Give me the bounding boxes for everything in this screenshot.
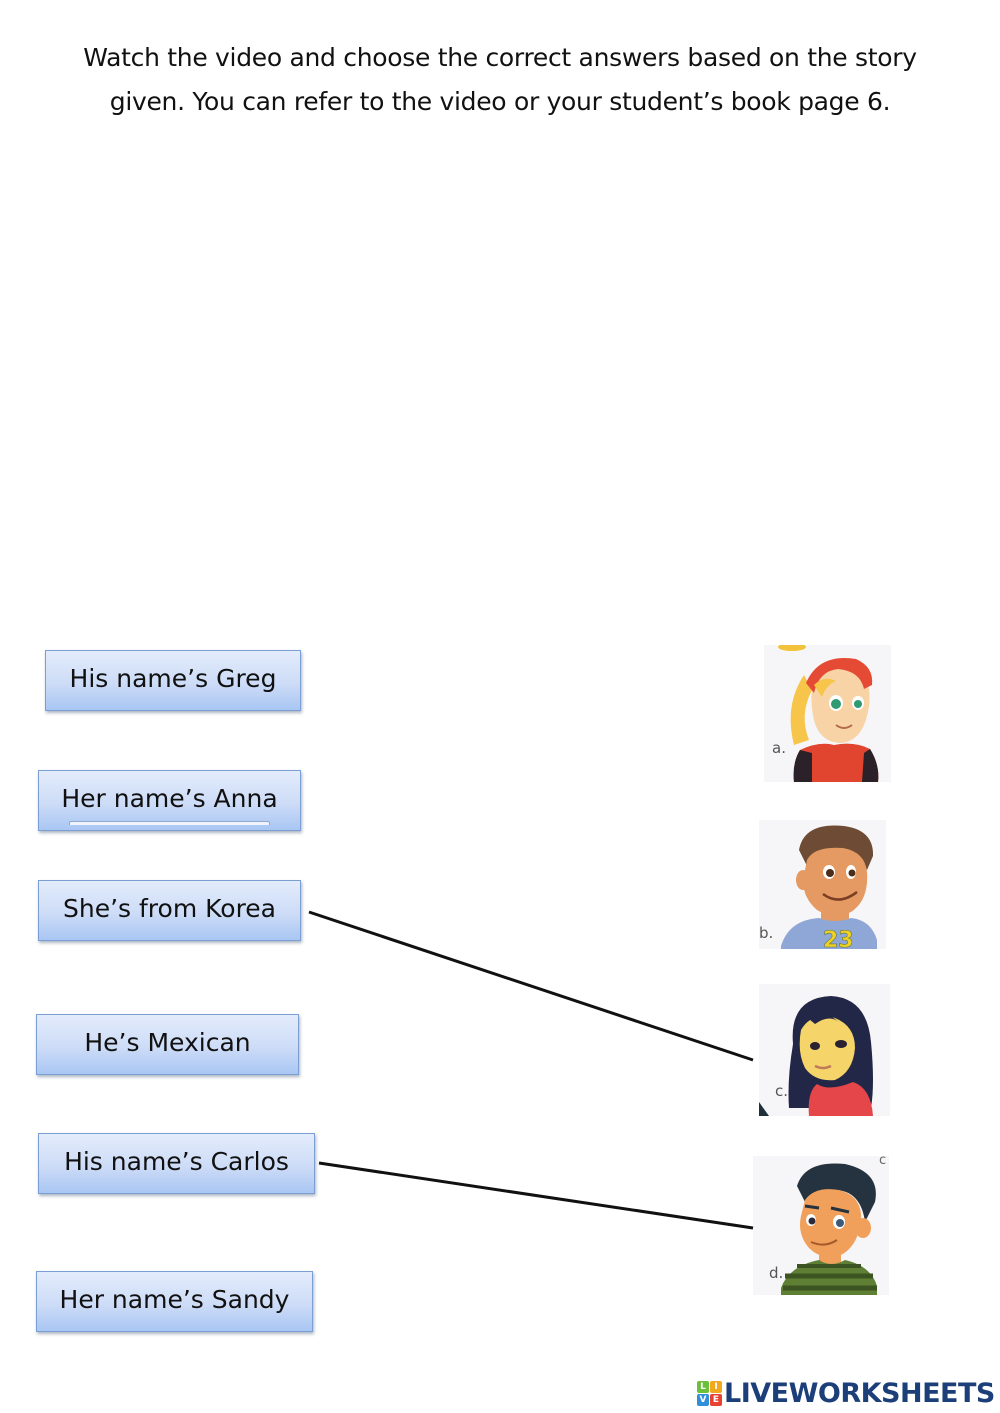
- stray-letter-c: c: [879, 1153, 887, 1168]
- instructions-line-2: given. You can refer to the video or you…: [109, 87, 891, 116]
- match-line-korea-c: [308, 910, 754, 1062]
- answer-label: He’s Mexican: [84, 1028, 251, 1057]
- answer-label: Her name’s Sandy: [59, 1285, 290, 1314]
- character-d-image[interactable]: d.: [753, 1156, 889, 1295]
- video-placeholder: [40, 150, 960, 620]
- girl-red-headband-icon: [778, 645, 879, 782]
- answer-label: Her name’s Anna: [61, 784, 278, 813]
- character-b-image[interactable]: 23 b.: [759, 820, 886, 949]
- character-c-image[interactable]: c.: [759, 984, 890, 1116]
- answer-box-sandy[interactable]: Her name’s Sandy: [36, 1271, 313, 1332]
- logo-tiles-icon: L I V E: [697, 1380, 722, 1406]
- answer-label: His name’s Greg: [69, 664, 277, 693]
- svg-text:23: 23: [823, 928, 854, 949]
- answer-box-greg[interactable]: His name’s Greg: [45, 650, 301, 711]
- answer-box-korea[interactable]: She’s from Korea: [38, 880, 301, 941]
- character-a-image[interactable]: a.: [764, 645, 891, 782]
- instructions-line-1: Watch the video and choose the correct a…: [83, 43, 917, 72]
- character-letter: b.: [759, 924, 774, 942]
- character-letter: c.: [775, 1082, 789, 1100]
- answer-label: She’s from Korea: [62, 894, 276, 923]
- logo-tile-e: E: [710, 1393, 722, 1406]
- girl-black-hair-icon: [759, 996, 873, 1116]
- inner-divider: [69, 821, 270, 825]
- answer-box-mexican[interactable]: He’s Mexican: [36, 1014, 299, 1075]
- answer-box-anna[interactable]: Her name’s Anna: [38, 770, 301, 831]
- boy-blue-shirt-icon: 23: [781, 825, 877, 949]
- match-line-carlos-d: [318, 1161, 754, 1230]
- logo-tile-i: I: [710, 1380, 722, 1393]
- answer-label: His name’s Carlos: [64, 1147, 289, 1176]
- instructions: Watch the video and choose the correct a…: [40, 36, 960, 124]
- character-letter: a.: [772, 739, 786, 757]
- liveworksheets-logo[interactable]: L I V E LIVEWORKSHEETS: [697, 1377, 995, 1409]
- logo-tile-v: V: [697, 1393, 709, 1406]
- character-letter: d.: [769, 1264, 784, 1282]
- boy-green-sweater-icon: [781, 1163, 877, 1295]
- answer-box-carlos[interactable]: His name’s Carlos: [38, 1133, 315, 1194]
- logo-tile-l: L: [697, 1380, 709, 1393]
- logo-text: LIVEWORKSHEETS: [724, 1377, 995, 1409]
